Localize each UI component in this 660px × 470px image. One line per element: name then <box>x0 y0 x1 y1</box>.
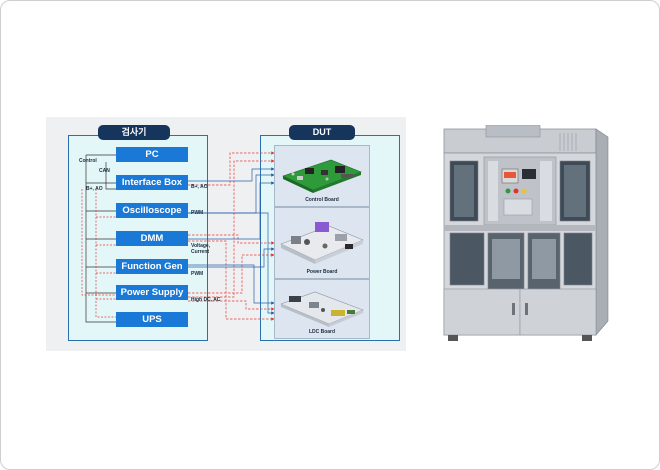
connection-lines <box>81 151 275 323</box>
instrument-pc: PC <box>116 147 188 162</box>
dut-title: DUT <box>289 125 355 140</box>
signal-b-ao-left: B+, AO <box>86 186 103 192</box>
signal-high-dc-ac: High DC, AC <box>191 297 221 303</box>
dut-ldc-board: LDC Board <box>274 279 370 339</box>
signal-control: Control <box>79 158 97 164</box>
block-diagram: 검사기 DUT <box>46 117 406 351</box>
signal-b-ao-right: B+, AO <box>191 184 208 190</box>
instrument-interface-box: Interface Box <box>116 175 188 190</box>
instrument-ups: UPS <box>116 312 188 327</box>
power-board-image <box>280 222 364 264</box>
signal-pwm-1: PWM <box>191 210 204 216</box>
tester-title: 검사기 <box>98 125 170 140</box>
test-equipment-photo <box>443 125 609 341</box>
board-label-power: Power Board <box>306 269 338 275</box>
board-label-control: Control Board <box>305 197 339 203</box>
instrument-oscilloscope: Oscilloscope <box>116 203 188 218</box>
ldc-board-image <box>280 291 364 327</box>
instrument-dmm: DMM <box>116 231 188 246</box>
dut-power-board: Power Board <box>274 207 370 279</box>
signal-pwm-2: PWM <box>191 271 204 277</box>
dut-control-board: Control Board <box>274 145 370 207</box>
signal-can: CAN <box>99 168 110 174</box>
signal-voltage-current: Voltage, Current <box>191 243 211 255</box>
control-board-image <box>282 159 362 193</box>
instrument-power-supply: Power Supply <box>116 285 188 300</box>
board-label-ldc: LDC Board <box>308 329 336 335</box>
instrument-function-gen: Function Gen <box>116 259 188 274</box>
